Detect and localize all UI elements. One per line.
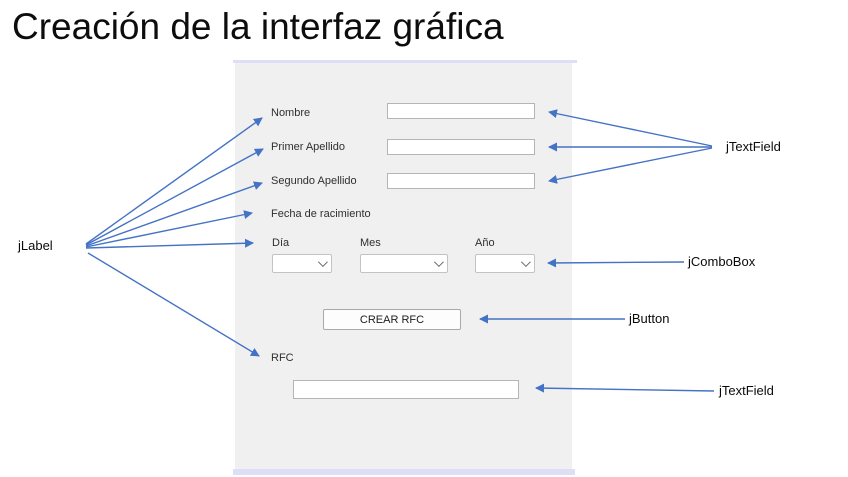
- arrow-jlabel-rfc: [87, 252, 260, 357]
- panel-bottom-strip: [233, 469, 575, 475]
- label-dia: Día: [272, 237, 290, 249]
- rfc-input[interactable]: [293, 380, 519, 399]
- chevron-down-icon: [317, 257, 328, 268]
- ano-combobox[interactable]: [475, 254, 535, 273]
- crear-rfc-button[interactable]: CREAR RFC: [323, 309, 461, 330]
- label-fecha-nacimiento: Fecha de racimiento: [271, 208, 371, 220]
- arrow-jlabel-dia: [85, 238, 254, 249]
- label-ano: Año: [475, 237, 495, 249]
- label-nombre: Nombre: [271, 107, 311, 119]
- annotation-jcombobox: jComboBox: [688, 254, 756, 269]
- chevron-down-icon: [520, 257, 531, 268]
- annotation-jtextfield-bottom: jTextField: [719, 383, 774, 398]
- mes-combobox[interactable]: [360, 254, 448, 273]
- label-primer-apellido: Primer Apellido: [271, 141, 345, 153]
- dia-combobox[interactable]: [272, 254, 332, 273]
- label-mes: Mes: [360, 237, 381, 249]
- panel-top-strip: [233, 60, 577, 63]
- annotation-jbutton: jButton: [629, 311, 670, 326]
- arrow-jtextfield-nombre: [548, 109, 713, 147]
- annotation-jlabel: jLabel: [18, 238, 53, 253]
- segundo-apellido-input[interactable]: [387, 173, 535, 189]
- primer-apellido-input[interactable]: [387, 139, 535, 155]
- label-segundo-apellido: Segundo Apellido: [271, 175, 357, 187]
- arrow-jtextfield-segundo: [548, 147, 713, 184]
- form-panel: Nombre Primer Apellido Segundo Apellido …: [235, 63, 572, 469]
- chevron-down-icon: [433, 257, 444, 268]
- nombre-input[interactable]: [387, 103, 535, 119]
- annotation-jtextfield-top: jTextField: [726, 139, 781, 154]
- label-rfc: RFC: [271, 352, 294, 364]
- arrow-jlabel-fecha: [85, 210, 253, 248]
- page-title: Creación de la interfaz gráfica: [12, 6, 504, 47]
